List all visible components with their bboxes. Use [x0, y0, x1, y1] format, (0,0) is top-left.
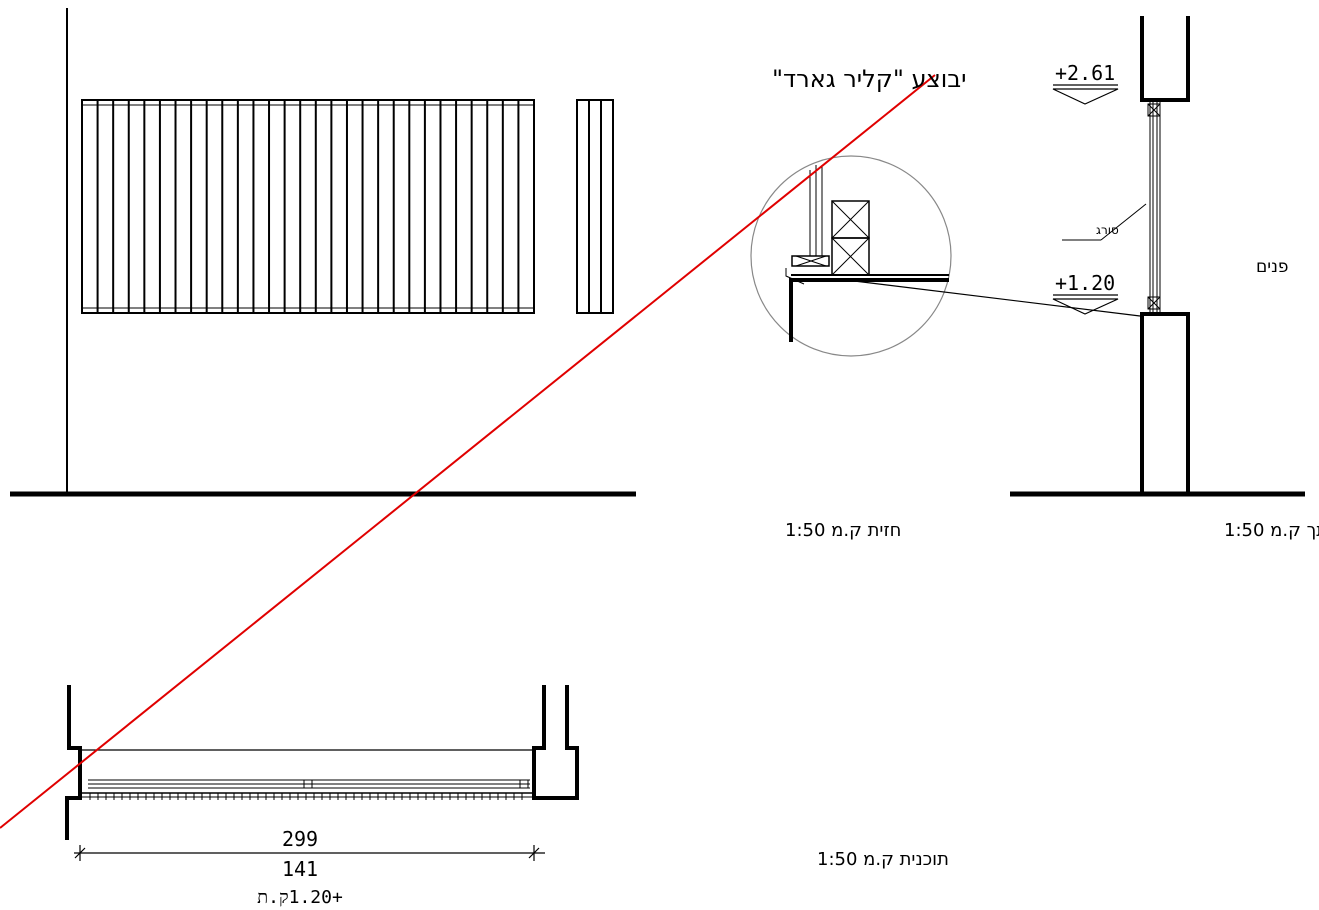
plan-grille-anchor — [303, 779, 313, 789]
plan-dimension-opening: 141 — [282, 857, 318, 881]
level-sill-label: +1.20 — [1055, 271, 1115, 295]
detail-callout — [750, 155, 1141, 357]
plan-scale-label: תוכנית ק.מ 1:50 — [817, 849, 949, 870]
section-anchor-cross — [1147, 103, 1161, 117]
red-note-label: יבוצע "קליר גארד" — [772, 65, 967, 93]
plan-dimension-slash — [528, 847, 540, 859]
section-grille-anchor — [1147, 103, 1161, 117]
plan-right-wall — [532, 685, 579, 800]
grille-label-leader — [1100, 203, 1147, 241]
plan-floor-level: +1.20ק.ת — [257, 887, 343, 908]
section-grille-anchor — [1147, 296, 1161, 310]
detail-anchor-cross — [831, 237, 870, 276]
interior-label: פנים — [1256, 257, 1289, 277]
plan-dimension-total: 299 — [282, 827, 318, 851]
detail-leader-line — [845, 279, 1141, 317]
section-upper-wall — [1140, 16, 1190, 102]
detail-profile-hatch — [795, 255, 827, 267]
plan-dimension-slash — [74, 847, 86, 859]
section-anchor-cross — [1147, 296, 1161, 310]
elevation-view — [10, 8, 636, 497]
detail-circle — [750, 155, 952, 357]
level-marker-top: +2.61 — [1052, 61, 1119, 105]
level-top-label: +2.61 — [1055, 61, 1115, 85]
grille-label: סורג — [1096, 223, 1119, 237]
detail-drip — [785, 268, 805, 285]
level-marker-sill: +1.20 — [1052, 271, 1119, 315]
plan-view: 299 141 +1.20ק.ת — [65, 685, 579, 908]
detail-anchor-cross — [831, 200, 870, 239]
plan-left-wall — [65, 685, 82, 840]
plan-grille-bars — [89, 793, 523, 800]
section-view: +2.61 +1.20 סורג פנים — [1010, 16, 1305, 497]
elevation-scale-label: חזית ק.מ 1:50 — [785, 520, 901, 541]
red-strike-line — [0, 74, 936, 829]
elevation-grille-side-frame — [576, 99, 614, 314]
section-lower-wall — [1140, 312, 1190, 494]
detail-anchor-box — [831, 237, 870, 276]
section-scale-label: חתך ק.מ 1:50 — [1224, 520, 1319, 541]
elevation-grille-bars — [96, 100, 520, 313]
elevation-grille-frame — [81, 99, 535, 314]
plan-grille-anchor — [519, 779, 529, 789]
detail-sill — [789, 278, 949, 342]
